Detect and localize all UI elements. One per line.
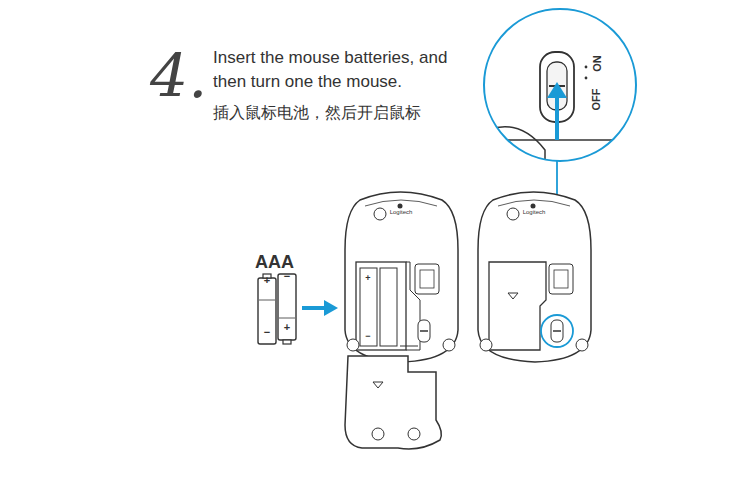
instruction-text-zh: 插入鼠标电池，然后开启鼠标 [213, 103, 421, 122]
polarity-mark: + [284, 321, 290, 334]
polarity-mark: − [284, 270, 290, 283]
mouse-open [345, 192, 458, 449]
battery-type: AAA [255, 252, 294, 274]
step-number: 4. [150, 40, 207, 112]
polarity-mark: + [264, 274, 270, 287]
polarity-mark: − [365, 331, 370, 342]
aaa-batteries [258, 274, 296, 344]
mouse-closed [478, 192, 591, 362]
polarity-mark: + [365, 273, 370, 284]
brand-logo: Logitech [390, 209, 413, 216]
polarity-mark: − [264, 326, 270, 339]
instruction-text: Insert the mouse batteries, and then tur… [213, 46, 478, 94]
brand-logo: Logitech [523, 209, 546, 216]
zoom-detail [484, 5, 640, 170]
switch-label: ON [590, 56, 603, 73]
switch-label: OFF [590, 89, 603, 111]
